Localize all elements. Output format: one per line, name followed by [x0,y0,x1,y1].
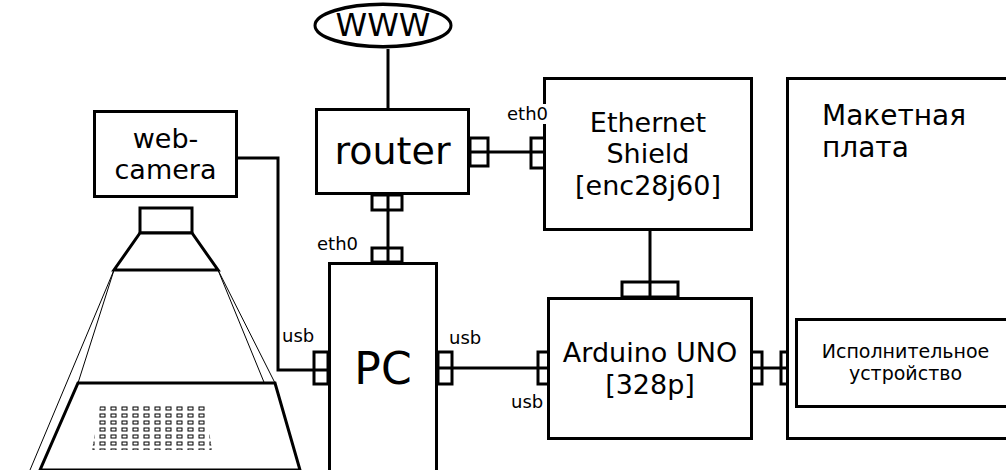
node-label: Исполнительное устройство [798,341,1006,385]
network-ellipse: WWW [313,2,453,49]
node-label: Ethernet Shield [enc28j60] [546,107,750,200]
port-label: eth0 [316,234,359,254]
cable-line [649,231,652,297]
breadboard-region: Макетная платаИсполнительное устройство [786,77,1006,440]
port-label: usb [510,392,544,412]
port-label: usb [448,328,482,348]
pc-box: PC [328,262,438,470]
port-label: eth0 [506,104,549,124]
camera-lens [114,208,218,270]
node-label: PC [354,344,411,395]
camera-box: web-camera [93,110,238,198]
cable-line [470,151,543,154]
router-box: router [315,108,470,195]
node-label: router [334,130,450,174]
node-label: WWW [336,7,431,44]
cable-line [387,195,390,262]
actuator-box: Исполнительное устройство [795,318,1006,408]
cable-line [387,49,390,108]
node-label: Макетная плата [822,100,992,164]
arduino-box: Arduino UNO [328p] [547,297,753,440]
node-label: Arduino UNO [328p] [550,337,750,399]
shield-box: Ethernet Shield [enc28j60] [543,77,753,231]
port-label: usb [281,326,315,346]
field-of-view [30,270,300,470]
cable-line [438,367,547,370]
node-label: web-camera [96,123,235,185]
paper-sheet [40,383,300,470]
